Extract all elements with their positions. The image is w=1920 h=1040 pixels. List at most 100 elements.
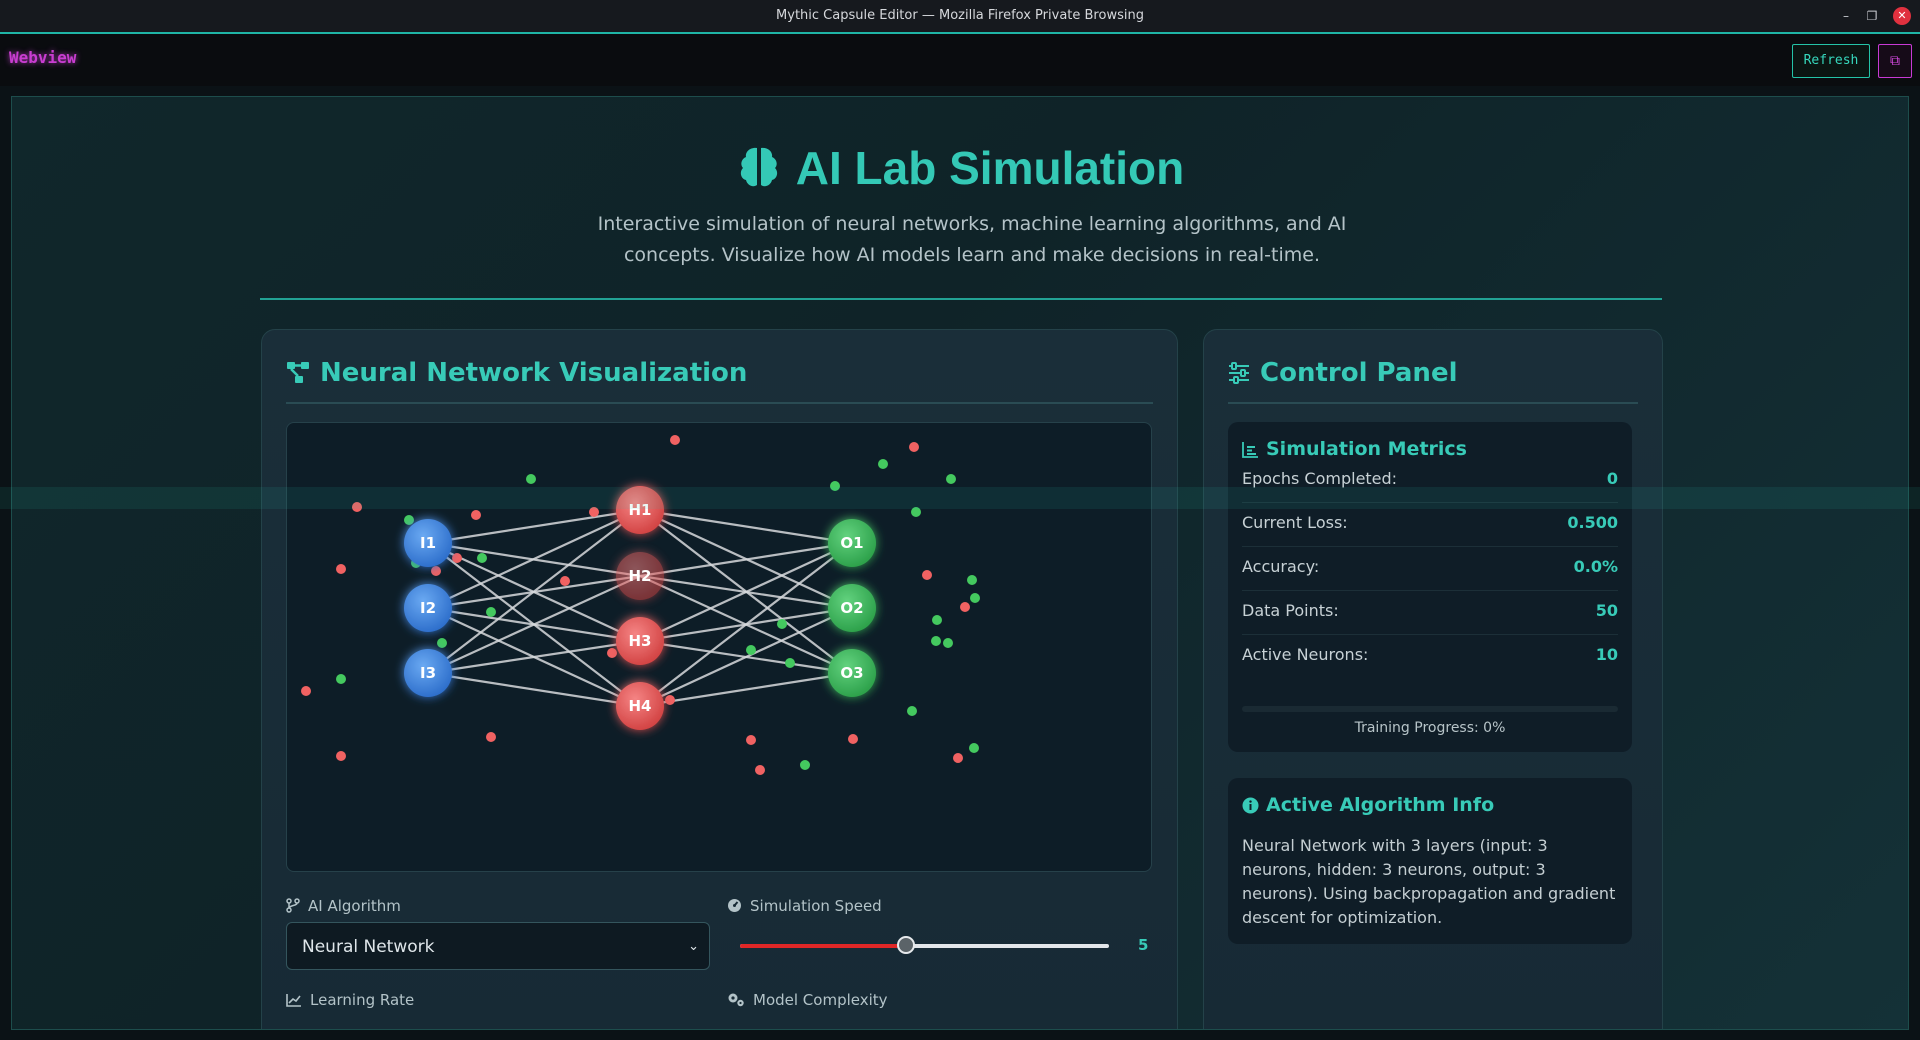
algorithm-info-title: Active Algorithm Info	[1242, 794, 1494, 816]
algorithm-info-title-text: Active Algorithm Info	[1266, 794, 1495, 816]
training-progress-bar	[1242, 706, 1618, 712]
network-edge-h3-o1	[639, 542, 853, 642]
control-panel-divider	[1228, 402, 1638, 404]
network-panel-title: Neural Network Visualization	[286, 358, 747, 388]
network-edge-h4-o2	[639, 607, 853, 707]
network-edge-h4-o3	[639, 671, 853, 708]
data-point-green	[477, 553, 487, 563]
complexity-label-text: Model Complexity	[753, 991, 888, 1009]
network-node-circle	[616, 617, 664, 665]
complexity-label: Model Complexity	[727, 991, 888, 1009]
network-node-circle	[616, 486, 664, 534]
window-title: Mythic Capsule Editor — Mozilla Firefox …	[776, 8, 1144, 23]
info-circle-icon	[1242, 797, 1259, 814]
data-point-red	[953, 753, 963, 763]
data-point-green	[486, 607, 496, 617]
page-title: AI Lab Simulation	[12, 141, 1908, 201]
minimize-icon[interactable]: –	[1843, 9, 1849, 23]
learning-rate-label-text: Learning Rate	[310, 991, 415, 1009]
network-panel-title-text: Neural Network Visualization	[320, 358, 748, 388]
network-edge-i1-h1	[427, 508, 641, 545]
data-point-green	[785, 658, 795, 668]
metric-label: Current Loss:	[1242, 513, 1348, 532]
data-point-red	[607, 648, 617, 658]
data-point-red	[560, 576, 570, 586]
metric-value: 0.0%	[1573, 557, 1618, 576]
metric-value: 0.500	[1567, 513, 1618, 532]
network-node-label: O1	[840, 534, 863, 552]
maximize-icon[interactable]: ❐	[1866, 9, 1878, 23]
data-point-red	[755, 765, 765, 775]
network-edge-h1-o1	[639, 508, 853, 545]
network-edge-i3-h4	[427, 671, 641, 708]
network-node-i3[interactable]: I3	[404, 649, 452, 697]
page-frame: AI Lab Simulation Interactive simulation…	[0, 86, 1920, 1040]
network-node-h4[interactable]: H4	[616, 682, 664, 730]
network-node-h1[interactable]: H1	[616, 486, 664, 534]
data-point-green	[907, 706, 917, 716]
page-title-text: AI Lab Simulation	[795, 142, 1185, 194]
popout-icon[interactable]: ⧉	[1878, 44, 1912, 78]
chevron-down-icon: ⌄	[688, 939, 699, 954]
speed-label-text: Simulation Speed	[750, 897, 882, 915]
network-node-o3[interactable]: O3	[828, 649, 876, 697]
network-node-i2[interactable]: I2	[404, 584, 452, 632]
data-point-red	[471, 510, 481, 520]
data-point-green	[336, 674, 346, 684]
metric-label: Data Points:	[1242, 601, 1339, 620]
header-divider	[260, 298, 1662, 300]
window-titlebar: Mythic Capsule Editor — Mozilla Firefox …	[0, 0, 1920, 34]
network-node-o2[interactable]: O2	[828, 584, 876, 632]
network-node-circle	[616, 552, 664, 600]
network-node-label: H3	[629, 632, 652, 650]
chart-line-icon	[286, 994, 301, 1007]
metric-row-accuracy: Accuracy: 0.0%	[1242, 546, 1618, 591]
algorithm-label-text: AI Algorithm	[308, 897, 401, 915]
network-node-circle	[828, 519, 876, 567]
speed-value: 5	[1138, 936, 1149, 954]
network-node-label: H1	[629, 501, 652, 519]
metric-label: Epochs Completed:	[1242, 469, 1398, 488]
control-panel-title: Control Panel	[1228, 358, 1458, 388]
page-subtitle: Interactive simulation of neural network…	[597, 213, 1347, 266]
data-point-red	[670, 435, 680, 445]
data-point-red	[301, 686, 311, 696]
training-progress-text: Training Progress: 0%	[1354, 720, 1506, 736]
metrics-card-title: Simulation Metrics	[1242, 438, 1467, 460]
metric-row-epochs: Epochs Completed: 0	[1242, 458, 1618, 503]
network-node-h3[interactable]: H3	[616, 617, 664, 665]
data-point-green	[830, 481, 840, 491]
data-point-green	[969, 743, 979, 753]
data-point-red	[452, 553, 462, 563]
algorithm-select[interactable]: Neural Network ⌄	[286, 922, 710, 970]
branch-icon	[286, 898, 300, 913]
speed-slider[interactable]	[740, 936, 1109, 954]
data-point-red	[960, 602, 970, 612]
refresh-button[interactable]: Refresh	[1792, 44, 1870, 78]
metric-label: Accuracy:	[1242, 557, 1320, 576]
close-icon[interactable]: ✕	[1893, 7, 1911, 25]
network-edge-h4-o1	[639, 542, 853, 707]
network-node-h2[interactable]: H2	[616, 552, 664, 600]
network-edge-i3-h2	[427, 574, 641, 675]
network-node-circle	[616, 682, 664, 730]
control-panel: Control Panel Simulation Metrics Epochs …	[1203, 329, 1663, 1029]
network-node-label: H2	[629, 567, 652, 585]
data-point-red	[486, 732, 496, 742]
network-node-o1[interactable]: O1	[828, 519, 876, 567]
speed-slider-fill	[740, 944, 907, 948]
network-node-i1[interactable]: I1	[404, 519, 452, 567]
network-node-circle	[404, 649, 452, 697]
data-point-red	[431, 566, 441, 576]
network-node-circle	[404, 519, 452, 567]
speed-slider-thumb[interactable]	[897, 936, 916, 954]
network-node-label: O3	[840, 664, 863, 682]
network-node-label: I1	[420, 534, 436, 552]
data-point-green	[931, 636, 941, 646]
data-point-red	[352, 502, 362, 512]
data-point-green	[970, 593, 980, 603]
data-point-green	[777, 619, 787, 629]
